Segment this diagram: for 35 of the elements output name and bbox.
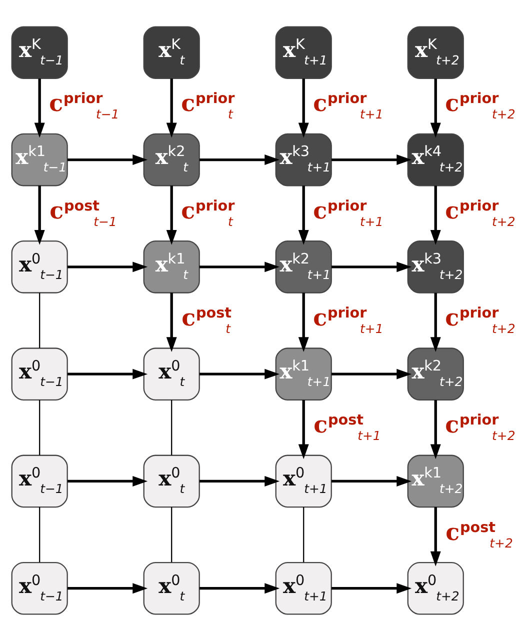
arrow	[166, 78, 177, 138]
arrow	[67, 262, 148, 272]
arrow	[199, 476, 280, 486]
arrow	[166, 186, 177, 245]
arrow	[430, 78, 441, 138]
arrow	[331, 262, 412, 272]
arrow	[331, 476, 412, 486]
connector	[39, 507, 40, 562]
connector	[39, 292, 40, 348]
arrow	[298, 400, 309, 460]
arrow	[199, 368, 280, 380]
arrow	[331, 368, 412, 380]
arrow	[430, 507, 441, 566]
arrow	[67, 583, 148, 594]
connector	[39, 400, 40, 456]
arrow	[199, 154, 280, 166]
arrow	[298, 186, 309, 245]
arrow	[34, 78, 45, 138]
arrow	[67, 154, 148, 166]
arrow	[67, 476, 148, 486]
arrow	[430, 292, 441, 352]
arrow	[331, 583, 412, 594]
arrow	[34, 186, 45, 245]
connector	[303, 507, 304, 562]
arrow	[430, 400, 441, 460]
arrow	[166, 292, 177, 352]
arrow	[67, 368, 148, 380]
connector	[171, 400, 172, 456]
arrow	[298, 292, 309, 352]
arrow	[331, 154, 412, 166]
arrow	[430, 186, 441, 245]
arrow	[298, 78, 309, 138]
arrow	[199, 262, 280, 272]
connector	[171, 507, 172, 562]
arrow	[199, 583, 280, 594]
